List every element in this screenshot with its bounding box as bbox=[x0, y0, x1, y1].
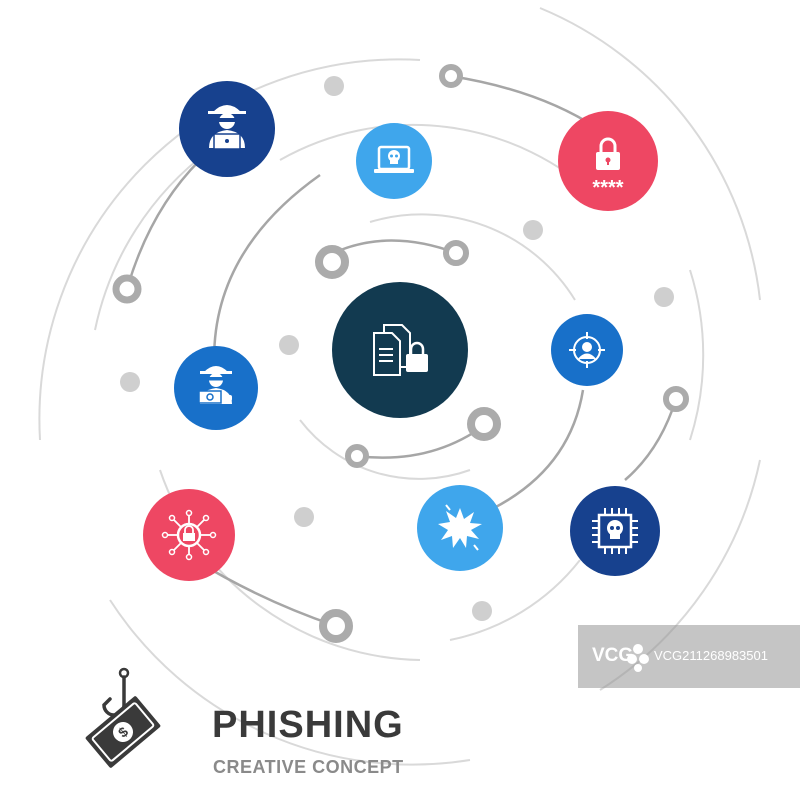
center-node bbox=[332, 282, 468, 418]
node-chip-skull bbox=[570, 486, 660, 576]
target-user-icon bbox=[569, 332, 605, 368]
node-hacker bbox=[179, 81, 275, 177]
laptop-skull-icon bbox=[374, 145, 414, 173]
ring-connectors bbox=[112, 64, 689, 643]
node-password: **** bbox=[558, 111, 658, 211]
password-lock-icon bbox=[596, 137, 620, 170]
explosion-icon bbox=[438, 504, 482, 551]
network-lock-icon bbox=[161, 509, 217, 561]
money-thief-icon bbox=[198, 366, 232, 404]
page-title: PHISHING bbox=[212, 704, 404, 746]
watermark-flower-icon bbox=[627, 644, 649, 672]
watermark-id: VCG211268983501 bbox=[654, 648, 768, 663]
node-network-lock bbox=[143, 489, 235, 581]
watermark-brand: VCG bbox=[592, 645, 634, 666]
fishhook-money-icon: $ bbox=[85, 667, 161, 768]
locked-documents-icon bbox=[373, 324, 428, 376]
chip-skull-icon bbox=[592, 508, 638, 554]
node-explosion bbox=[417, 485, 503, 571]
watermark: VCG VCG211268983501 bbox=[578, 625, 800, 688]
password-stars: **** bbox=[592, 177, 623, 199]
node-laptop-skull bbox=[356, 123, 432, 199]
node-money-thief bbox=[174, 346, 258, 430]
page-subtitle: CREATIVE CONCEPT bbox=[213, 757, 404, 777]
grey-dots bbox=[120, 76, 674, 621]
node-target-user bbox=[551, 314, 623, 386]
fishhook-money-logo: $ bbox=[85, 667, 161, 768]
hacker-laptop-icon bbox=[208, 105, 246, 150]
